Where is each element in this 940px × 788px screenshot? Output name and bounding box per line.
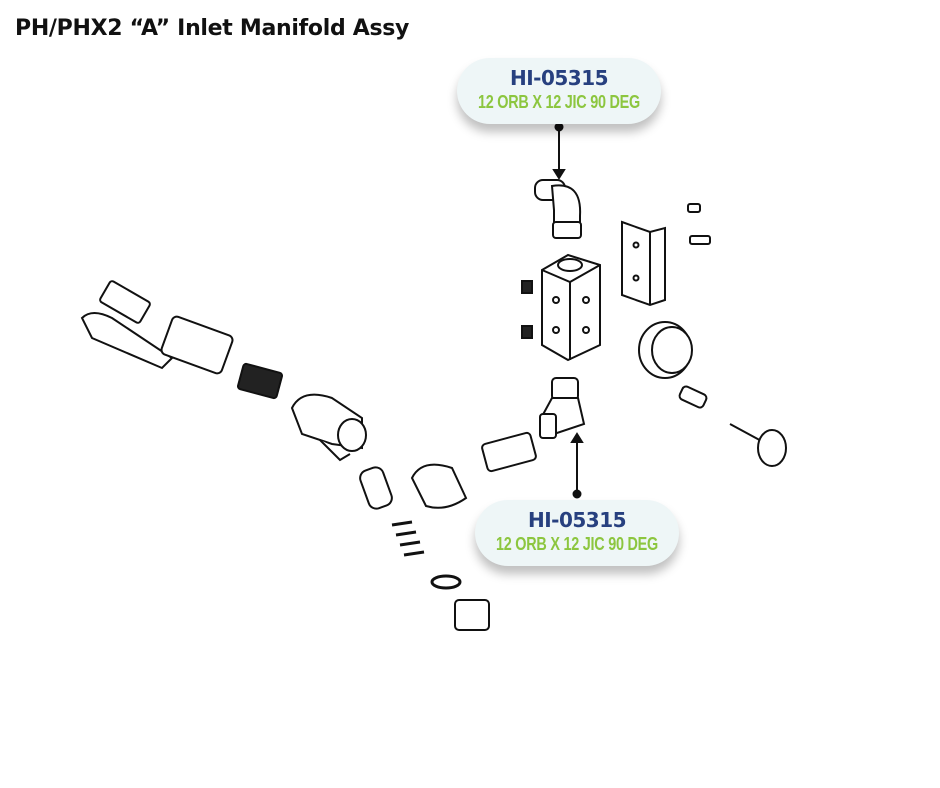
part-number: HI-05315 bbox=[527, 508, 627, 532]
y-strainer bbox=[290, 393, 367, 462]
screws bbox=[687, 203, 711, 245]
elbow-fitting-bottom bbox=[538, 377, 586, 439]
elbow-90 bbox=[410, 463, 468, 509]
manifold-block bbox=[541, 253, 601, 362]
plug bbox=[521, 280, 533, 294]
leader-top bbox=[552, 122, 566, 180]
plug-cap bbox=[454, 599, 490, 631]
thermometer bbox=[729, 423, 787, 467]
part-number: HI-05315 bbox=[509, 66, 609, 90]
part-description: 12 ORB X 12 JIC 90 DEG bbox=[496, 534, 658, 554]
strainer-screen bbox=[359, 466, 393, 510]
pressure-gauge bbox=[638, 321, 693, 379]
o-ring bbox=[430, 574, 462, 590]
pipe-nipple bbox=[236, 362, 284, 400]
page-title: PH/PHX2 “A” Inlet Manifold Assy bbox=[15, 16, 410, 41]
hex-adapter bbox=[481, 431, 537, 473]
elbow-fitting-top bbox=[534, 179, 582, 239]
mounting-bracket bbox=[621, 220, 666, 307]
part-description: 12 ORB X 12 JIC 90 DEG bbox=[478, 92, 640, 112]
part-callout-top: HI-05315 12 ORB X 12 JIC 90 DEG bbox=[457, 58, 661, 124]
gauge-adapter bbox=[678, 385, 708, 409]
plug bbox=[521, 325, 533, 339]
ball-valve bbox=[80, 280, 234, 375]
leader-bottom bbox=[570, 432, 584, 499]
part-callout-bottom: HI-05315 12 ORB X 12 JIC 90 DEG bbox=[475, 500, 679, 566]
spring bbox=[391, 520, 425, 557]
